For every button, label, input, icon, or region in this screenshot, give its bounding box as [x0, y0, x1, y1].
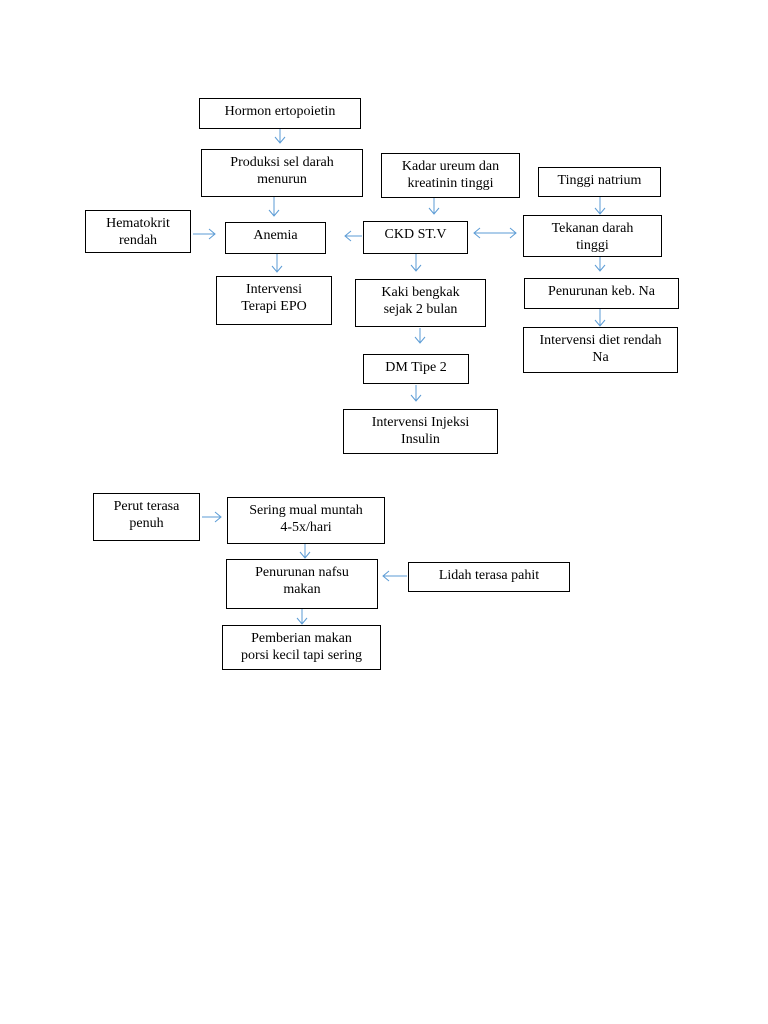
arrow-ckd-tekanan-bidirectional — [473, 227, 517, 239]
node-lidah-terasa-pahit: Lidah terasa pahit — [408, 562, 570, 592]
node-label: Lidah terasa pahit — [438, 568, 540, 583]
node-produksi-sel-darah: Produksi sel darah menurun — [201, 149, 363, 197]
node-sering-mual-muntah: Sering mual muntah 4-5x/hari — [227, 497, 385, 544]
node-intervensi-terapi-epo: Intervensi Terapi EPO — [216, 276, 332, 325]
node-label: Tekanan darah tinggi — [551, 221, 634, 253]
node-ckd-stv: CKD ST.V — [363, 221, 468, 254]
arrow-penurunan-to-diet — [594, 309, 606, 327]
arrow-anemia-to-epo — [271, 254, 283, 273]
arrow-ckd-to-kaki — [410, 254, 422, 272]
arrow-kaki-to-dm — [414, 328, 426, 344]
node-label: Tinggi natrium — [557, 173, 642, 188]
node-label: Kadar ureum dan kreatinin tinggi — [401, 159, 500, 191]
node-kaki-bengkak: Kaki bengkak sejak 2 bulan — [355, 279, 486, 327]
arrow-lidah-to-nafsu — [382, 570, 407, 582]
arrow-hormon-to-produksi — [274, 129, 286, 144]
node-penurunan-keb-na: Penurunan keb. Na — [524, 278, 679, 309]
node-dm-tipe-2: DM Tipe 2 — [363, 354, 469, 384]
node-label: Intervensi diet rendah Na — [539, 333, 662, 365]
node-label: Hormon ertopoietin — [224, 104, 336, 119]
arrow-nafsu-to-pemberian — [296, 609, 308, 625]
node-label: Produksi sel darah menurun — [230, 155, 334, 187]
node-label: Sering mual muntah 4-5x/hari — [249, 503, 363, 535]
node-kadar-ureum: Kadar ureum dan kreatinin tinggi — [381, 153, 520, 198]
node-pemberian-makan: Pemberian makan porsi kecil tapi sering — [222, 625, 381, 670]
arrow-perut-to-mual — [202, 511, 222, 523]
node-penurunan-nafsu-makan: Penurunan nafsu makan — [226, 559, 378, 609]
node-hormon-ertopoietin: Hormon ertopoietin — [199, 98, 361, 129]
node-intervensi-insulin: Intervensi Injeksi Insulin — [343, 409, 498, 454]
arrow-mual-to-nafsu — [299, 544, 311, 559]
arrow-hematokrit-to-anemia — [193, 228, 216, 240]
node-label: Intervensi Injeksi Insulin — [371, 415, 470, 447]
arrow-dm-to-insulin — [410, 385, 422, 402]
node-label: Intervensi Terapi EPO — [241, 282, 307, 314]
node-label: Hematokrit rendah — [106, 216, 170, 248]
arrow-ckd-to-anemia — [344, 230, 362, 242]
arrow-kadar-to-ckd — [428, 198, 440, 215]
node-tinggi-natrium: Tinggi natrium — [538, 167, 661, 197]
node-label: Kaki bengkak sejak 2 bulan — [381, 285, 460, 317]
node-label: Pemberian makan porsi kecil tapi sering — [241, 631, 362, 663]
node-label: Anemia — [253, 228, 298, 243]
node-anemia: Anemia — [225, 222, 326, 254]
arrow-natrium-to-tekanan — [594, 197, 606, 215]
node-label: Penurunan keb. Na — [548, 284, 655, 299]
node-perut-terasa-penuh: Perut terasa penuh — [93, 493, 200, 541]
arrow-produksi-to-anemia — [268, 197, 280, 217]
arrow-tekanan-to-penurunan — [594, 257, 606, 272]
node-label: CKD ST.V — [384, 227, 447, 242]
node-tekanan-darah: Tekanan darah tinggi — [523, 215, 662, 257]
node-label: Perut terasa penuh — [113, 499, 180, 531]
node-label: DM Tipe 2 — [385, 360, 447, 375]
node-hematokrit-rendah: Hematokrit rendah — [85, 210, 191, 253]
node-intervensi-diet: Intervensi diet rendah Na — [523, 327, 678, 373]
node-label: Penurunan nafsu makan — [255, 565, 349, 597]
